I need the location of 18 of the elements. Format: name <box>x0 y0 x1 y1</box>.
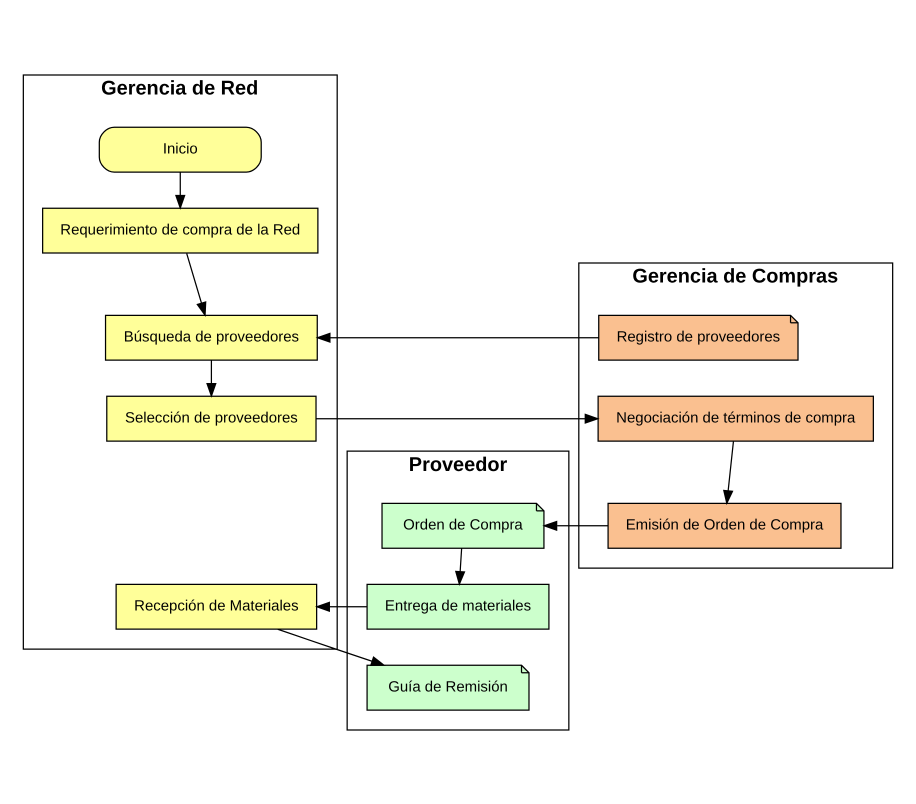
arrow <box>454 548 466 586</box>
arrow <box>723 441 734 505</box>
node-box: Recepción de Materiales <box>116 583 318 630</box>
node-box: Entrega de materiales <box>366 583 550 630</box>
arrow <box>316 412 600 424</box>
node-box: Requerimiento de compra de la Red <box>42 207 318 254</box>
node-box: Negociación de términos de compra <box>598 395 874 442</box>
arrow <box>206 360 217 398</box>
node-box: Emisión de Orden de Compra <box>607 502 842 548</box>
arrow <box>316 332 599 342</box>
node-box: Búsqueda de proveedores <box>104 314 318 360</box>
arrow <box>175 172 186 210</box>
arrow <box>315 601 368 612</box>
arrow <box>542 520 608 531</box>
node-box: Selección de proveedores <box>106 395 317 442</box>
node-box: Inicio <box>98 126 262 172</box>
arrow <box>278 628 386 666</box>
arrow <box>186 252 206 316</box>
